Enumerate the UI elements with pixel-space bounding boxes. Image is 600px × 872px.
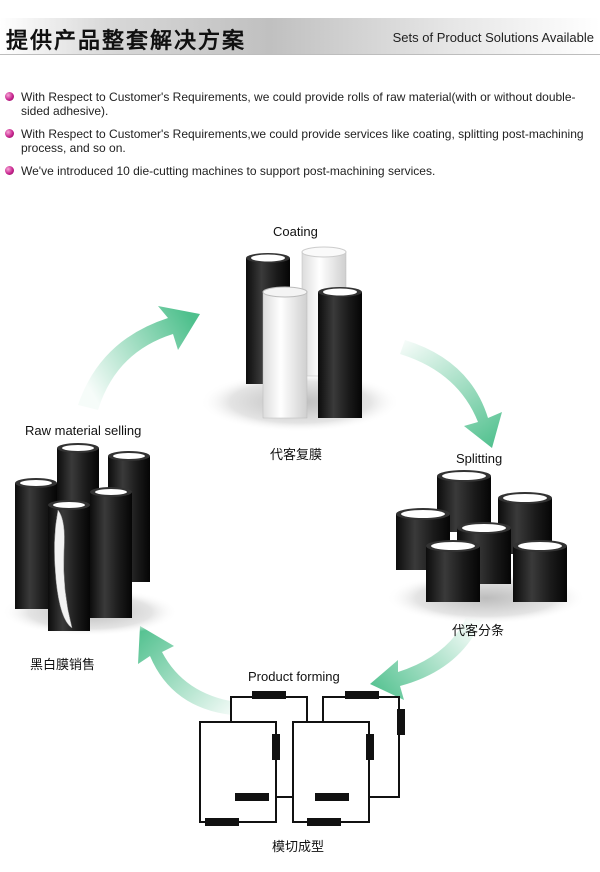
splitting-rolls xyxy=(396,470,567,602)
cycle-graphics xyxy=(2,246,586,826)
bullet-text: With Respect to Customer's Requirements,… xyxy=(21,127,584,155)
bullet-icon xyxy=(5,129,14,138)
forming-cn-label: 模切成型 xyxy=(272,840,325,855)
bullet-text: We've introduced 10 die-cutting machines… xyxy=(21,164,436,178)
raw-cn-label: 黑白膜销售 xyxy=(30,658,96,673)
list-item: We've introduced 10 die-cutting machines… xyxy=(0,164,600,178)
bullet-icon xyxy=(5,166,14,175)
raw-material-rolls xyxy=(15,443,150,631)
arrow-coating-to-splitting xyxy=(400,340,502,448)
list-item: With Respect to Customer's Requirements,… xyxy=(0,90,600,118)
forming-die-shapes xyxy=(199,691,405,826)
page-title: 提供产品整套解决方案 xyxy=(6,29,247,54)
bullet-list: With Respect to Customer's Requirements,… xyxy=(0,90,600,187)
splitting-cn-label: 代客分条 xyxy=(452,624,505,639)
list-item: With Respect to Customer's Requirements,… xyxy=(0,127,600,155)
arrow-raw-to-coating xyxy=(78,306,200,410)
coating-title: Coating xyxy=(273,224,318,239)
bullet-text: With Respect to Customer's Requirements,… xyxy=(21,90,576,118)
arrow-splitting-to-forming xyxy=(370,618,482,700)
bullet-icon xyxy=(5,92,14,101)
forming-title: Product forming xyxy=(248,669,340,684)
coating-rolls xyxy=(246,246,362,419)
splitting-title: Splitting xyxy=(456,451,503,466)
arrow-forming-to-raw xyxy=(138,626,236,715)
raw-title: Raw material selling xyxy=(25,423,142,438)
process-cycle-diagram: Coating 代客复膜 Splitting 代客分条 Product form… xyxy=(0,200,600,872)
coating-cn-label: 代客复膜 xyxy=(270,448,323,463)
header-bar: 提供产品整套解决方案 Sets of Product Solutions Ava… xyxy=(0,18,600,55)
page-subtitle: Sets of Product Solutions Available xyxy=(392,30,594,45)
